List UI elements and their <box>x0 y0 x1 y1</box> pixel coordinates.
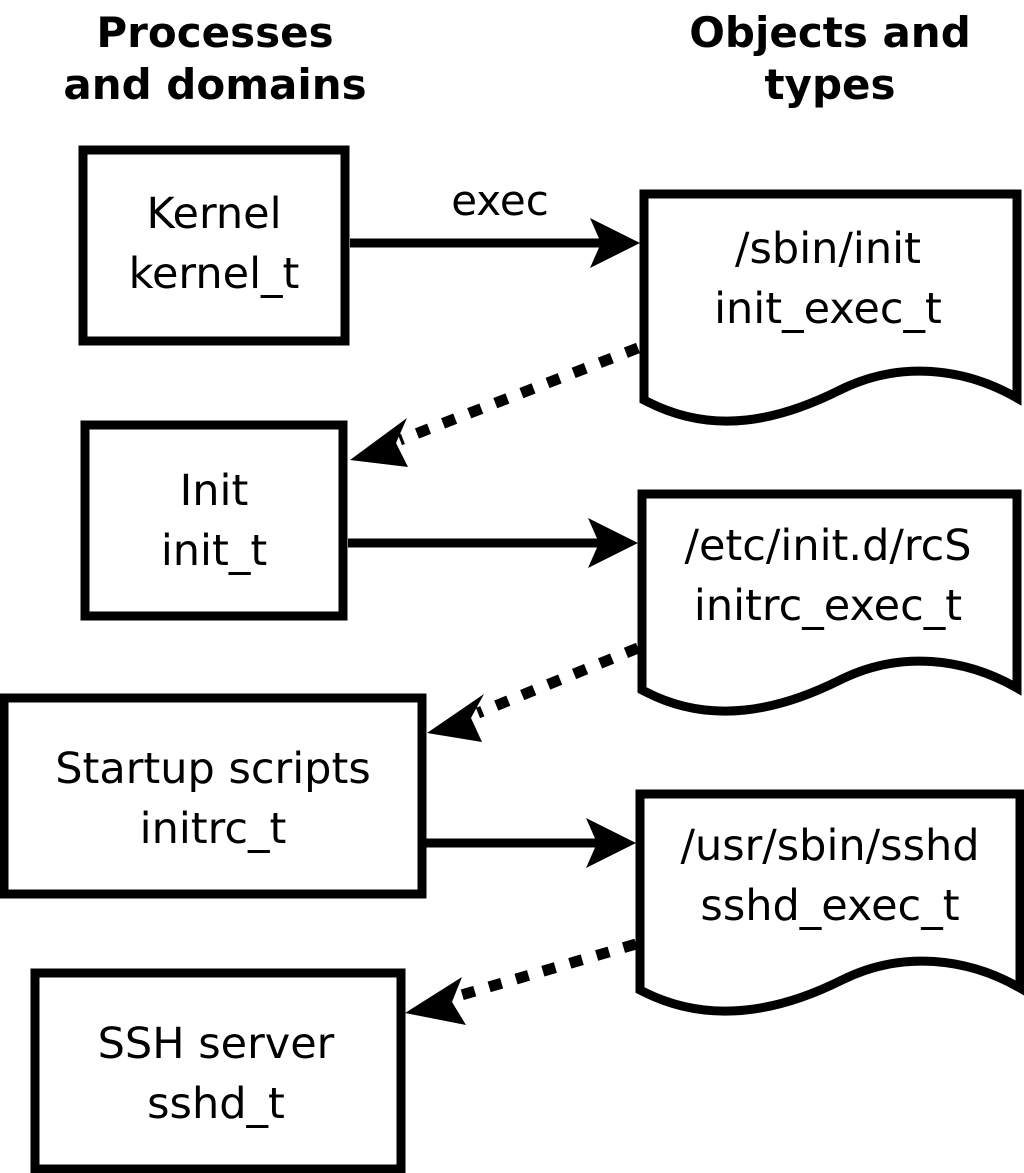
edge-initrc-exec-to-initrc-line <box>475 642 641 719</box>
node-kernel[interactable]: Kernel kernel_t <box>78 145 350 346</box>
edge-initrc-exec-to-initrc <box>427 642 641 742</box>
edge-initrc-exec-to-initrc-arrowhead <box>427 694 484 742</box>
column-header-processes: Processes and domains <box>63 8 366 109</box>
column-header-processes-line1: Processes <box>96 8 333 57</box>
node-etc-initd-rcs-document-shape[interactable] <box>637 489 1022 716</box>
node-ssh-server[interactable]: SSH server sshd_t <box>30 968 406 1173</box>
node-etc-initd-rcs-path: /etc/init.d/rcS <box>684 521 971 571</box>
edge-label-exec: exec <box>451 176 549 225</box>
node-init-type: init_t <box>161 526 267 576</box>
node-ssh-server-type: sshd_t <box>147 1079 285 1129</box>
node-kernel-box[interactable] <box>78 145 350 346</box>
column-header-objects: Objects and types <box>689 8 971 109</box>
node-sbin-init-path: /sbin/init <box>735 224 921 274</box>
node-usr-sbin-sshd[interactable]: /usr/sbin/sshd sshd_exec_t <box>635 789 1024 1016</box>
edge-sshd-exec-to-sshd <box>405 938 638 1025</box>
edge-init-to-initrc-exec-arrowhead <box>588 518 638 568</box>
node-kernel-type: kernel_t <box>129 249 300 299</box>
edge-init-exec-to-init-line <box>398 342 640 446</box>
edge-sshd-exec-to-sshd-arrowhead <box>405 977 466 1025</box>
node-startup-scripts-box[interactable] <box>0 693 427 899</box>
edge-initrc-to-sshd-exec-arrowhead <box>586 818 636 868</box>
column-header-processes-line2: and domains <box>63 60 366 109</box>
node-usr-sbin-sshd-document-shape[interactable] <box>635 789 1024 1016</box>
node-kernel-name: Kernel <box>146 189 281 239</box>
node-ssh-server-name: SSH server <box>98 1019 335 1069</box>
node-init[interactable]: Init init_t <box>80 420 348 621</box>
edge-init-to-initrc-exec <box>348 518 638 568</box>
node-etc-initd-rcs[interactable]: /etc/init.d/rcS initrc_exec_t <box>637 489 1022 716</box>
column-header-objects-line2: types <box>764 60 895 109</box>
node-sbin-init[interactable]: /sbin/init init_exec_t <box>639 189 1022 426</box>
edge-kernel-to-init-exec-arrowhead <box>590 218 640 268</box>
edge-kernel-to-init-exec: exec <box>350 176 640 268</box>
node-startup-scripts[interactable]: Startup scripts initrc_t <box>0 693 427 899</box>
edge-init-exec-to-init-arrowhead <box>350 418 408 467</box>
node-sbin-init-type: init_exec_t <box>714 284 942 334</box>
node-sbin-init-document-shape[interactable] <box>639 189 1022 426</box>
node-usr-sbin-sshd-path: /usr/sbin/sshd <box>680 821 979 871</box>
node-init-name: Init <box>180 466 249 516</box>
node-startup-scripts-name: Startup scripts <box>55 744 371 794</box>
node-startup-scripts-type: initrc_t <box>140 804 287 854</box>
edge-initrc-to-sshd-exec <box>425 818 636 868</box>
edge-sshd-exec-to-sshd-line <box>456 938 638 1002</box>
column-header-objects-line1: Objects and <box>689 8 971 57</box>
edge-init-exec-to-init <box>350 342 640 467</box>
node-init-box[interactable] <box>80 420 348 621</box>
node-usr-sbin-sshd-type: sshd_exec_t <box>700 881 959 931</box>
node-ssh-server-box[interactable] <box>30 968 406 1173</box>
node-etc-initd-rcs-type: initrc_exec_t <box>694 581 962 631</box>
